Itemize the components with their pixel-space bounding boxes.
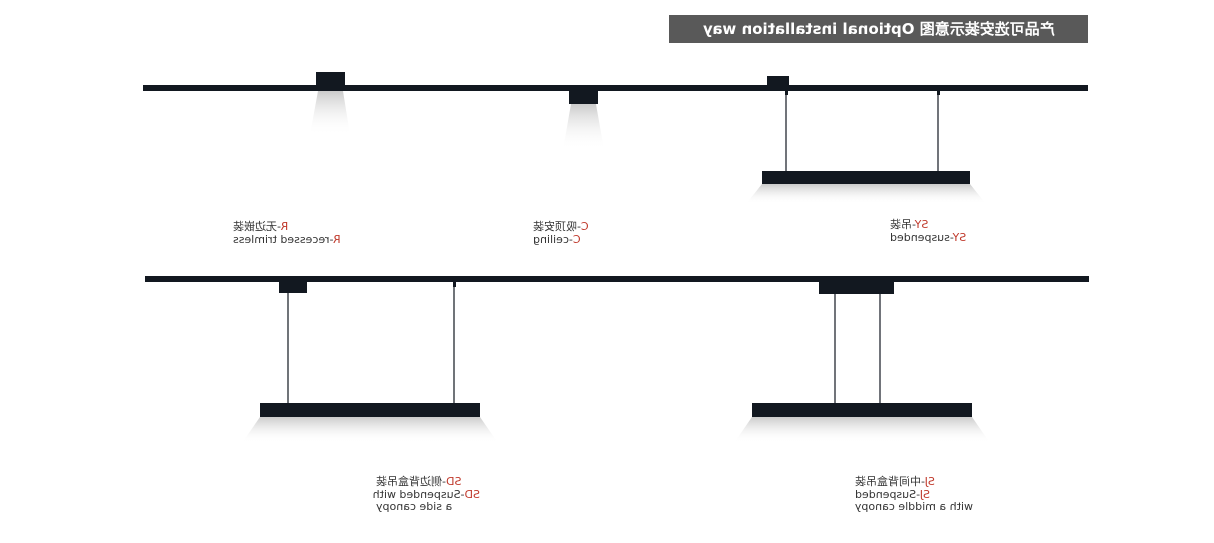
light-beam	[563, 104, 604, 150]
fixture-ceiling-mounted	[563, 89, 604, 150]
canopy	[279, 282, 307, 293]
label-recessed-trimless: R-无边嵌装 R-recessed trimless	[233, 220, 344, 246]
wire-anchor	[785, 91, 788, 95]
label-ceiling: C-吸顶安装 C-ceiling	[533, 220, 598, 246]
light-beam	[242, 417, 498, 443]
label-en-line-2: with a middle canopy	[854, 500, 973, 513]
surface-housing	[569, 89, 598, 104]
label-side-canopy: SD-侧边背盒吊装 SD-Suspended with a side canop…	[373, 475, 480, 514]
recessed-housing	[316, 72, 345, 86]
fixture-recessed-trimless	[310, 72, 350, 135]
fixture-middle-canopy	[734, 282, 990, 443]
linear-fixture	[752, 403, 972, 417]
wire-anchor	[453, 282, 456, 287]
diagram-title-banner: 产品可选安装示意图 Optional installation way	[669, 15, 1088, 43]
label-en-line: C-ceiling	[533, 232, 581, 246]
canopy	[819, 282, 894, 294]
linear-fixture	[260, 403, 480, 417]
linear-fixture	[762, 171, 970, 184]
label-en-line: R-recessed trimless	[233, 232, 341, 246]
ceiling-line-bottom	[145, 276, 1089, 282]
fixture-suspended	[746, 76, 986, 204]
label-en-line: SY-suspended	[890, 230, 967, 244]
light-beam	[310, 91, 350, 135]
label-suspended: SY-吊装 SY-suspended	[890, 218, 970, 244]
canopy	[767, 76, 789, 86]
light-beam	[734, 417, 990, 443]
label-middle-canopy: SJ-中间背盒吊装 SJ-Suspended with a middle can…	[854, 475, 973, 514]
ceiling-line-top	[143, 85, 1088, 91]
label-en-line-2: a side canopy	[376, 500, 453, 513]
fixture-side-canopy	[242, 282, 498, 443]
wire-anchor	[937, 91, 940, 95]
light-beam	[746, 184, 986, 204]
